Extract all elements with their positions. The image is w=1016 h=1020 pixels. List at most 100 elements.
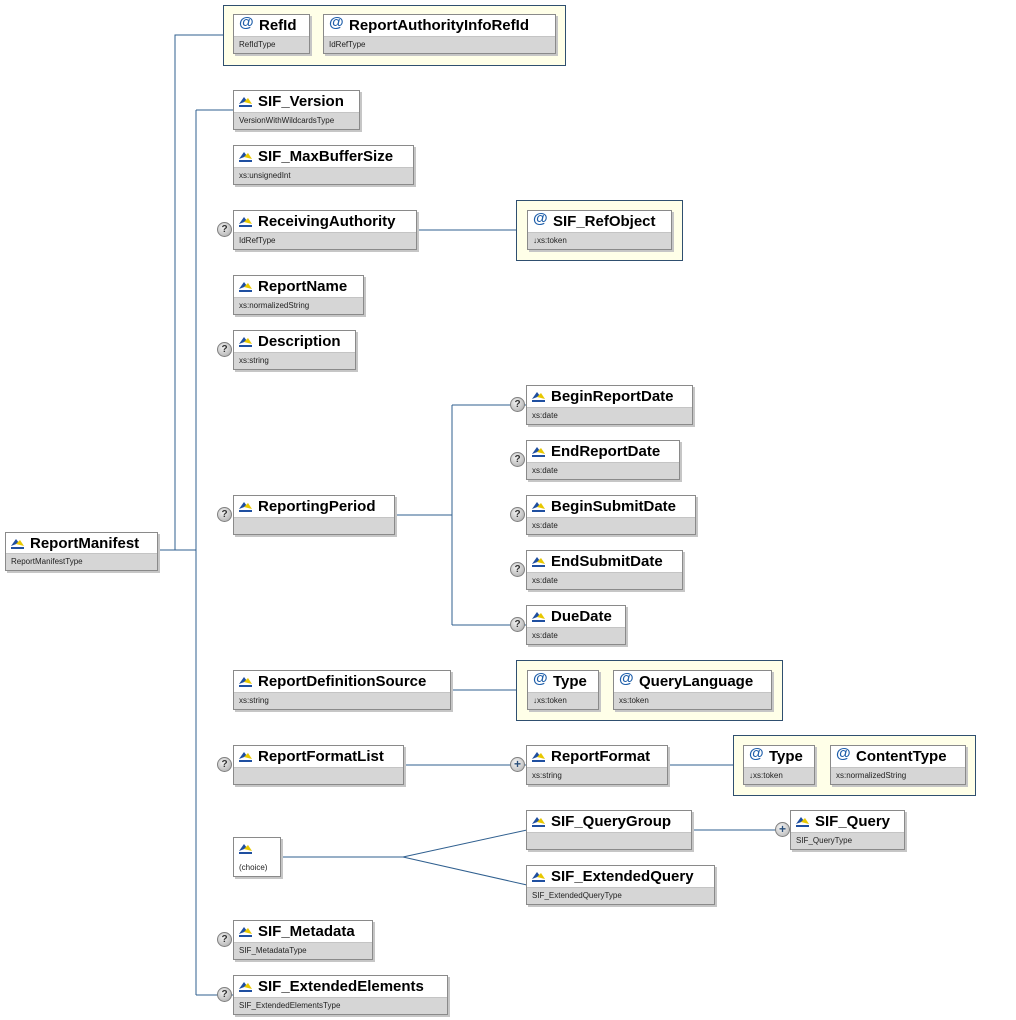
- node-begin-report-date[interactable]: BeginReportDate xs:date: [526, 385, 693, 425]
- element-icon: [532, 447, 545, 457]
- element-icon: [239, 982, 252, 992]
- element-name: DueDate: [551, 608, 612, 625]
- attribute-type[interactable]: @ Type ↓xs:token: [527, 670, 599, 710]
- element-icon: [239, 152, 252, 162]
- element-type: xs:date: [527, 627, 625, 644]
- element-icon: [239, 502, 252, 512]
- optional-icon: ?: [217, 932, 232, 947]
- attribute-icon: @: [836, 745, 851, 762]
- attribute-header: @ Type: [528, 670, 598, 692]
- element-type: xs:string: [234, 692, 450, 709]
- element-icon: [532, 502, 545, 512]
- node-sif-metadata[interactable]: SIF_Metadata SIF_MetadataType: [233, 920, 373, 960]
- element-icon: [11, 539, 24, 549]
- node-begin-submit-date[interactable]: BeginSubmitDate xs:date: [526, 495, 696, 535]
- element-name: ReportFormatList: [258, 748, 384, 765]
- node-sif-querygroup[interactable]: SIF_QueryGroup: [526, 810, 692, 850]
- optional-icon: ?: [217, 757, 232, 772]
- node-end-submit-date[interactable]: EndSubmitDate xs:date: [526, 550, 683, 590]
- element-icon: [532, 872, 545, 882]
- attribute-name: SIF_RefObject: [553, 213, 656, 230]
- attribute-name: ReportAuthorityInfoRefId: [349, 17, 529, 34]
- element-header: SIF_ExtendedElements: [234, 976, 447, 997]
- element-type: VersionWithWildcardsType: [234, 112, 359, 129]
- element-header: ReportManifest: [6, 533, 157, 554]
- attribute-header: @ Type: [744, 745, 814, 767]
- attribute-query-language[interactable]: @ QueryLanguage xs:token: [613, 670, 772, 710]
- element-header: SIF_ExtendedQuery: [527, 866, 714, 887]
- attribute-type-label: xs:token: [614, 692, 771, 709]
- element-name: SIF_QueryGroup: [551, 813, 672, 830]
- attribute-sif-refobject[interactable]: @ SIF_RefObject ↓xs:token: [527, 210, 672, 250]
- attribute-header: @ QueryLanguage: [614, 670, 771, 692]
- attribute-type[interactable]: @ Type ↓xs:token: [743, 745, 815, 785]
- node-sif-query[interactable]: SIF_Query SIF_QueryType: [790, 810, 905, 850]
- element-header: SIF_MaxBufferSize: [234, 146, 413, 167]
- element-name: ReceivingAuthority: [258, 213, 396, 230]
- element-type: [234, 517, 394, 534]
- element-name: ReportFormat: [551, 748, 651, 765]
- attribute-refid[interactable]: @ RefId RefIdType: [233, 14, 310, 54]
- node-report-format-list[interactable]: ReportFormatList: [233, 745, 404, 785]
- node-report-definition-source[interactable]: ReportDefinitionSource xs:string: [233, 670, 451, 710]
- element-type: xs:string: [234, 352, 355, 369]
- attribute-icon: @: [533, 670, 548, 687]
- attribute-header: @ SIF_RefObject: [528, 210, 671, 232]
- element-icon: [532, 557, 545, 567]
- attribute-type-label: xs:normalizedString: [831, 767, 965, 784]
- repeat-icon: +: [510, 757, 525, 772]
- node-description[interactable]: Description xs:string: [233, 330, 356, 370]
- element-type: xs:normalizedString: [234, 297, 363, 314]
- element-header: ReportDefinitionSource: [234, 671, 450, 692]
- element-header: SIF_QueryGroup: [527, 811, 691, 832]
- optional-icon: ?: [510, 397, 525, 412]
- element-icon: [532, 612, 545, 622]
- element-icon: [239, 337, 252, 347]
- node-receiving-authority[interactable]: ReceivingAuthority IdRefType: [233, 210, 417, 250]
- attribute-name: Type: [553, 673, 587, 690]
- optional-icon: ?: [217, 507, 232, 522]
- attribute-type-label: ↓xs:token: [744, 767, 814, 784]
- attribute-report-authority-info-refid[interactable]: @ ReportAuthorityInfoRefId IdRefType: [323, 14, 556, 54]
- node-sif-maxbuffersize[interactable]: SIF_MaxBufferSize xs:unsignedInt: [233, 145, 414, 185]
- element-header: ReportName: [234, 276, 363, 297]
- node-reporting-period[interactable]: ReportingPeriod: [233, 495, 395, 535]
- element-icon: [239, 282, 252, 292]
- node-report-format[interactable]: ReportFormat xs:string: [526, 745, 668, 785]
- element-type: SIF_ExtendedElementsType: [234, 997, 447, 1014]
- attribute-header: @ ReportAuthorityInfoRefId: [324, 14, 555, 36]
- element-type: xs:date: [527, 462, 679, 479]
- attribute-name: QueryLanguage: [639, 673, 754, 690]
- element-name: EndReportDate: [551, 443, 661, 460]
- element-header: SIF_Version: [234, 91, 359, 112]
- element-name: ReportDefinitionSource: [258, 673, 427, 690]
- element-header: BeginReportDate: [527, 386, 692, 407]
- attribute-content-type[interactable]: @ ContentType xs:normalizedString: [830, 745, 966, 785]
- element-name: Description: [258, 333, 341, 350]
- attribute-icon: @: [749, 745, 764, 762]
- element-type: xs:date: [527, 517, 695, 534]
- element-header: EndSubmitDate: [527, 551, 682, 572]
- node-choice[interactable]: (choice): [233, 837, 281, 877]
- element-header: SIF_Query: [791, 811, 904, 832]
- element-header: EndReportDate: [527, 441, 679, 462]
- node-due-date[interactable]: DueDate xs:date: [526, 605, 626, 645]
- node-sif-extendedelements[interactable]: SIF_ExtendedElements SIF_ExtendedElement…: [233, 975, 448, 1015]
- element-name: BeginSubmitDate: [551, 498, 677, 515]
- element-name: SIF_MaxBufferSize: [258, 148, 394, 165]
- node-sif-extendedquery[interactable]: SIF_ExtendedQuery SIF_ExtendedQueryType: [526, 865, 715, 905]
- optional-icon: ?: [217, 222, 232, 237]
- element-icon: [239, 97, 252, 107]
- node-end-report-date[interactable]: EndReportDate xs:date: [526, 440, 680, 480]
- node-sif-version[interactable]: SIF_Version VersionWithWildcardsType: [233, 90, 360, 130]
- element-name: EndSubmitDate: [551, 553, 663, 570]
- element-icon: [239, 217, 252, 227]
- element-type: xs:date: [527, 572, 682, 589]
- node-report-name[interactable]: ReportName xs:normalizedString: [233, 275, 364, 315]
- attribute-icon: @: [533, 210, 548, 227]
- element-icon: [796, 817, 809, 827]
- node-report-manifest[interactable]: ReportManifest ReportManifestType: [5, 532, 158, 571]
- element-header: ReportFormat: [527, 746, 667, 767]
